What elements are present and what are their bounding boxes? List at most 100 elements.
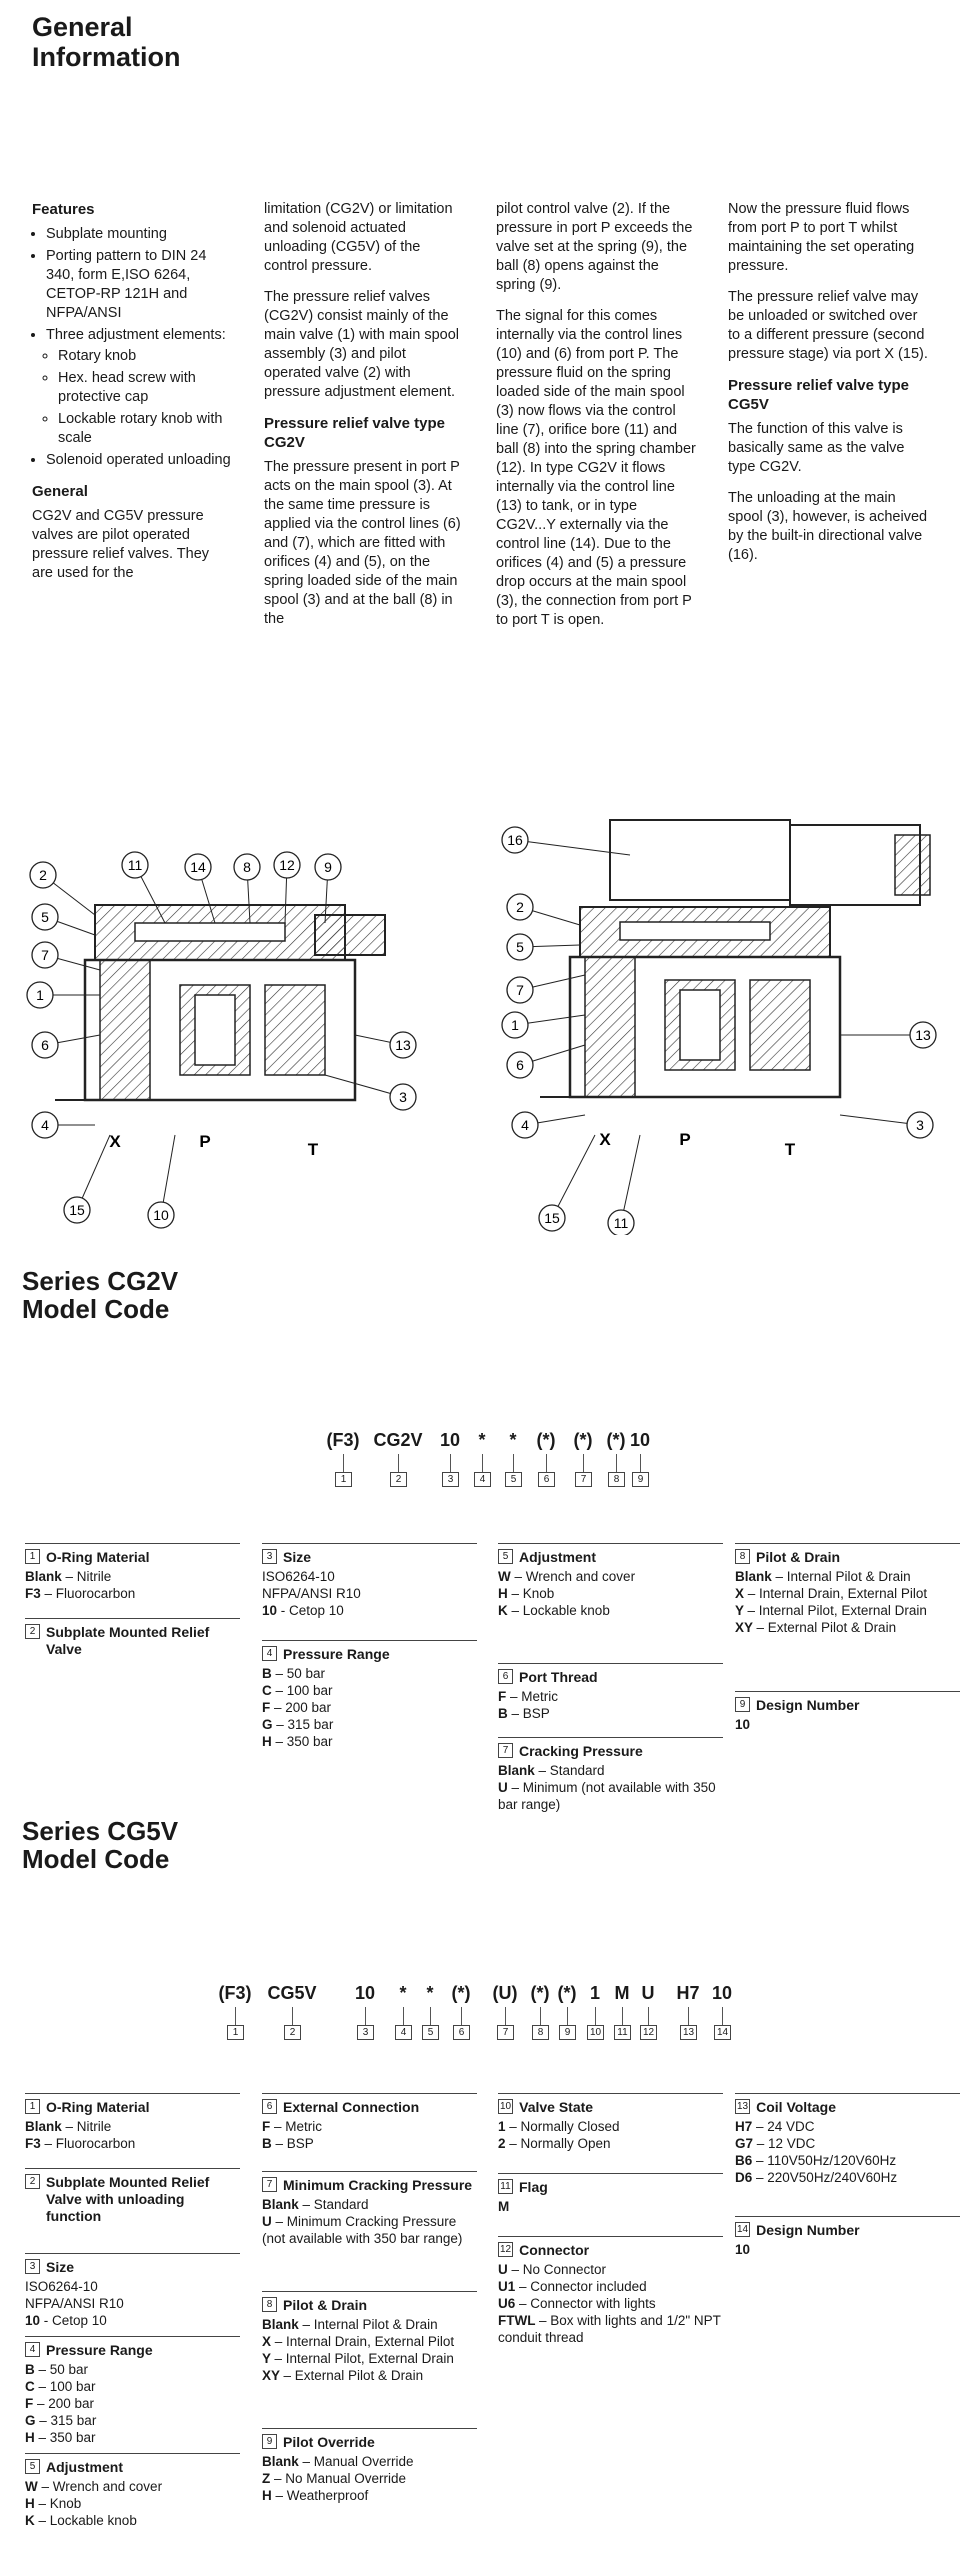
general-text: CG2V and CG5V pressure valves are pilot … <box>32 508 210 581</box>
code-connector <box>546 1454 547 1472</box>
option-item: K – Lockable knob <box>25 2513 137 2528</box>
svg-text:13: 13 <box>395 1037 411 1053</box>
option-item: B6 – 110V50Hz/120V60Hz <box>735 2153 897 2168</box>
code-segment: 1 <box>589 1983 600 2003</box>
option-number: 9 <box>262 2434 277 2449</box>
code-position-box: 14 <box>714 2025 731 2040</box>
code-segment: (F3) <box>218 1983 252 2003</box>
code-connector <box>640 1454 641 1472</box>
svg-text:3: 3 <box>399 1089 407 1105</box>
callout-12: 12 <box>273 851 301 924</box>
valve-body-left <box>55 904 386 1102</box>
paragraph: The function of this valve is basically … <box>728 421 905 475</box>
info-col-3: pilot control valve (2). If the pressure… <box>496 200 696 642</box>
option-item: D6 – 220V50Hz/240V60Hz <box>735 2170 898 2185</box>
option-number: 10 <box>498 2099 514 2114</box>
code-connector <box>595 2007 596 2025</box>
paragraph: pilot control valve (2). If the pressure… <box>496 201 693 293</box>
callout-13: 13 <box>354 1031 417 1059</box>
paragraph: Now the pressure fluid flows from port P… <box>728 201 915 274</box>
option-title: O-Ring Material <box>46 1549 150 1565</box>
code-segment: M <box>614 1983 630 2003</box>
option-title: Subplate Mounted Relief Valve with unloa… <box>46 2174 210 2224</box>
code-segment: 10 <box>629 1430 651 1450</box>
code-segment: H7 <box>676 1983 700 2003</box>
option-item: FTWL – Box with lights and 1/2" NPT cond… <box>498 2313 721 2345</box>
option-item: Y – Internal Pilot, External Drain <box>262 2351 454 2366</box>
port-label-x: X <box>109 1132 121 1151</box>
sub-feature-item: Lockable rotary knob with scale <box>58 410 232 448</box>
paragraph: limitation (CG2V) or limitation and sole… <box>264 201 453 274</box>
code-position-box: 4 <box>395 2025 412 2040</box>
option-item: B – 50 bar <box>262 1666 326 1681</box>
valve-body-right <box>540 819 931 1099</box>
code-position-box: 9 <box>632 1472 649 1487</box>
option-item: F – 200 bar <box>262 1700 332 1715</box>
code-segment: CG5V <box>267 1983 317 2003</box>
option-item: G – 315 bar <box>25 2413 97 2428</box>
code-segment: * <box>478 1430 486 1450</box>
option-number: 7 <box>498 1743 513 1758</box>
option-item: 10 <box>735 1717 751 1732</box>
callout-3: 3 <box>324 1074 417 1111</box>
svg-text:6: 6 <box>516 1057 524 1073</box>
code-segment: (F3) <box>326 1430 360 1450</box>
code-connector <box>567 2007 568 2025</box>
svg-text:4: 4 <box>41 1117 49 1133</box>
option-item: Blank – Nitrile <box>25 2119 112 2134</box>
option-title: Design Number <box>756 1697 860 1713</box>
svg-text:11: 11 <box>128 857 143 873</box>
code-position-box: 2 <box>284 2025 301 2040</box>
option-title: Cracking Pressure <box>519 1743 643 1759</box>
code-connector <box>398 1454 399 1472</box>
option-title: Minimum Cracking Pressure <box>283 2177 473 2193</box>
code-connector <box>235 2007 236 2025</box>
paragraph: The pressure present in port P acts on t… <box>264 459 461 627</box>
sub-feature-item: Rotary knob <box>58 347 232 366</box>
port-label-t: T <box>785 1140 796 1159</box>
option-item: Blank – Internal Pilot & Drain <box>262 2317 438 2332</box>
svg-text:8: 8 <box>243 859 251 875</box>
option-item: Z – No Manual Override <box>262 2471 407 2486</box>
option-number: 3 <box>262 1549 277 1564</box>
option-number: 1 <box>25 1549 40 1564</box>
option-title: Pressure Range <box>283 1646 390 1662</box>
code-segment: * <box>426 1983 434 2003</box>
sub-feature-item: Hex. head screw with protective cap <box>58 369 232 407</box>
code-connector <box>505 2007 506 2025</box>
svg-text:9: 9 <box>324 859 332 875</box>
code-connector <box>722 2007 723 2025</box>
option-title: Valve State <box>519 2099 594 2115</box>
option-item: U6 – Connector with lights <box>498 2296 656 2311</box>
paragraph: The unloading at the main spool (3), how… <box>728 490 928 563</box>
option-title: Pressure Range <box>46 2342 153 2358</box>
code-connector <box>513 1454 514 1472</box>
code-segment: (*) <box>557 1983 577 2003</box>
code-position-box: 3 <box>357 2025 374 2040</box>
option-number: 14 <box>735 2222 751 2237</box>
code-position-box: 4 <box>474 1472 491 1487</box>
option-title: Port Thread <box>519 1669 598 1685</box>
code-segment: (*) <box>451 1983 471 2003</box>
option-title: Adjustment <box>46 2459 123 2475</box>
code-position-box: 1 <box>335 1472 352 1487</box>
port-label-p: P <box>199 1132 210 1151</box>
option-item: H – 350 bar <box>262 1734 333 1749</box>
code-segment: 10 <box>354 1983 376 2003</box>
option-number: 8 <box>262 2297 277 2312</box>
option-number: 1 <box>25 2099 40 2114</box>
option-item: ISO6264-10 <box>262 1569 335 1584</box>
option-title: Pilot & Drain <box>283 2297 368 2313</box>
option-title: Design Number <box>756 2222 860 2238</box>
svg-text:3: 3 <box>916 1117 924 1133</box>
code-segment: 10 <box>439 1430 461 1450</box>
code-segment: (U) <box>492 1983 518 2003</box>
